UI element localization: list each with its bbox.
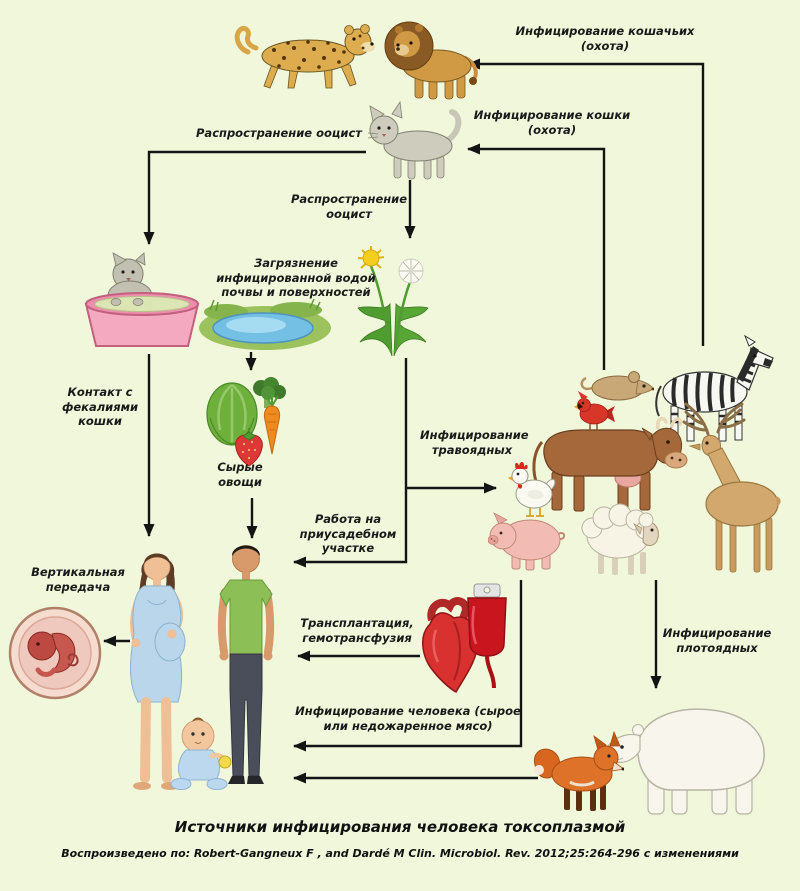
blood-bag-illustration: [460, 582, 516, 692]
label-infect-carnivores: Инфицирование плотоядных: [662, 626, 772, 655]
arrow-felid-hunting: [467, 58, 705, 346]
cat-illustration: [362, 100, 464, 180]
diagram-title: Источники инфицирования человека токсопл…: [174, 818, 626, 836]
litter-box-illustration: [78, 252, 206, 352]
label-infect-felids: Инфицирование кошачьих (охота): [515, 24, 695, 53]
label-garden-work: Работа на приусадебном участке: [299, 512, 397, 556]
arrow-cat-hunting: [467, 143, 606, 370]
leopard-illustration: [232, 18, 390, 92]
label-infect-cat: Инфицирование кошки (охота): [473, 108, 631, 137]
fox-illustration: [530, 722, 624, 814]
label-raw-vegetables: Сырые овощи: [217, 460, 263, 489]
pig-illustration: [488, 508, 566, 572]
deer-illustration: [672, 400, 782, 576]
vegetables-illustration: [206, 372, 294, 468]
lion-illustration: [383, 12, 483, 102]
zebra-illustration: [645, 334, 779, 444]
label-soil-contamination: Загрязнение инфицированной водой почвы и…: [216, 256, 376, 300]
man-illustration: [206, 534, 286, 796]
chicken-illustration: [508, 458, 558, 522]
label-infect-herbivores: Инфицирование травоядных: [420, 428, 529, 457]
pregnant-woman-illustration: [118, 540, 200, 795]
mouse-illustration: [578, 364, 654, 404]
cow-illustration: [520, 412, 692, 514]
label-cat-feces-contact: Контакт с фекалиями кошки: [61, 385, 139, 429]
label-infect-human-meat: Инфицирование человека (сырое или недожа…: [295, 704, 521, 733]
bird-illustration: [574, 390, 616, 432]
label-oocyst-spread-center: Распространение ооцист: [290, 192, 408, 221]
diagram-attribution: Воспроизведено по: Robert-Gangneux F , a…: [61, 847, 739, 860]
sheep-illustration: [576, 496, 662, 578]
fetus-illustration: [8, 604, 102, 702]
label-vertical-transmission: Вертикальная передача: [31, 565, 125, 594]
label-transplantation: Трансплантация, гемотрансфузия: [300, 616, 414, 645]
heart-illustration: [416, 596, 484, 694]
water-puddle-illustration: [196, 296, 334, 354]
label-oocyst-spread-left: Распространение ооцист: [196, 126, 362, 140]
baby-illustration: [168, 712, 234, 796]
dandelion-illustration: [354, 242, 432, 358]
